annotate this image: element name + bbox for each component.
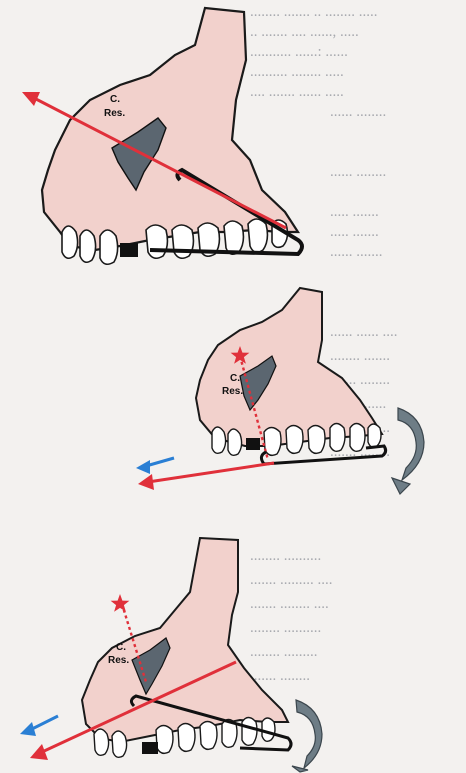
panel-middle: C. Res. — [136, 288, 424, 494]
svg-text:.......... ........ .....: .......... ........ ..... — [250, 64, 344, 80]
blue-moment-arrow — [146, 458, 174, 466]
c-res-label-line2: Res. — [108, 655, 129, 666]
svg-text:.. ....... .... ......, .....: .. ....... .... ......, ..... — [250, 24, 359, 40]
maxilla-bone — [82, 538, 288, 742]
svg-text:........ .........: ........ ......... — [250, 644, 318, 660]
svg-text:..... .......: ..... ....... — [330, 204, 379, 220]
red-force-arrow — [148, 463, 274, 482]
svg-text:........ ..........: ........ .......... — [250, 548, 321, 564]
svg-text:....... ......... ....: ....... ......... .... — [250, 572, 333, 588]
svg-text:...... .......: ...... ....... — [330, 244, 383, 260]
svg-text:....... ........: ....... ........ — [250, 668, 310, 684]
blue-moment-arrow — [30, 716, 58, 730]
red-arrowhead-icon — [138, 474, 154, 490]
c-res-label-line1: C. — [110, 94, 120, 105]
c-res-label-line1: C. — [116, 642, 126, 653]
blue-arrowhead-icon — [136, 460, 150, 474]
svg-text:........ ....... .. ........ .: ........ ....... .. ........ ..... — [250, 4, 378, 20]
svg-text:...... ...... ....: ...... ...... .... — [330, 324, 398, 340]
svg-text:....... ........ ....: ....... ........ .... — [250, 596, 329, 612]
red-star-icon — [111, 594, 130, 612]
svg-text:...... ........: ...... ........ — [330, 164, 386, 180]
c-res-label-line2: Res. — [104, 108, 125, 119]
svg-text:...... ........: ...... ........ — [330, 104, 386, 120]
svg-text:........... ......: ......: ........... ......: ...... — [250, 44, 348, 60]
c-res-label-line1: C. — [230, 373, 240, 384]
c-res-label-line2: Res. — [222, 386, 243, 397]
molar-bracket-icon — [246, 438, 260, 450]
maxilla-bone — [196, 288, 382, 446]
molar-bracket-icon — [120, 243, 138, 257]
rotation-arrow-icon — [392, 408, 424, 494]
svg-text:.... ....... ...... .....: .... ....... ...... ..... — [250, 84, 344, 100]
svg-text:..... .......: ..... ....... — [330, 224, 379, 240]
blue-arrowhead-icon — [20, 722, 36, 736]
svg-text:........ ..........: ........ .......... — [250, 620, 321, 636]
rotation-arrow-icon — [292, 700, 322, 772]
svg-text:........ .......: ........ ....... — [330, 348, 390, 364]
molar-bracket-icon — [142, 742, 158, 754]
